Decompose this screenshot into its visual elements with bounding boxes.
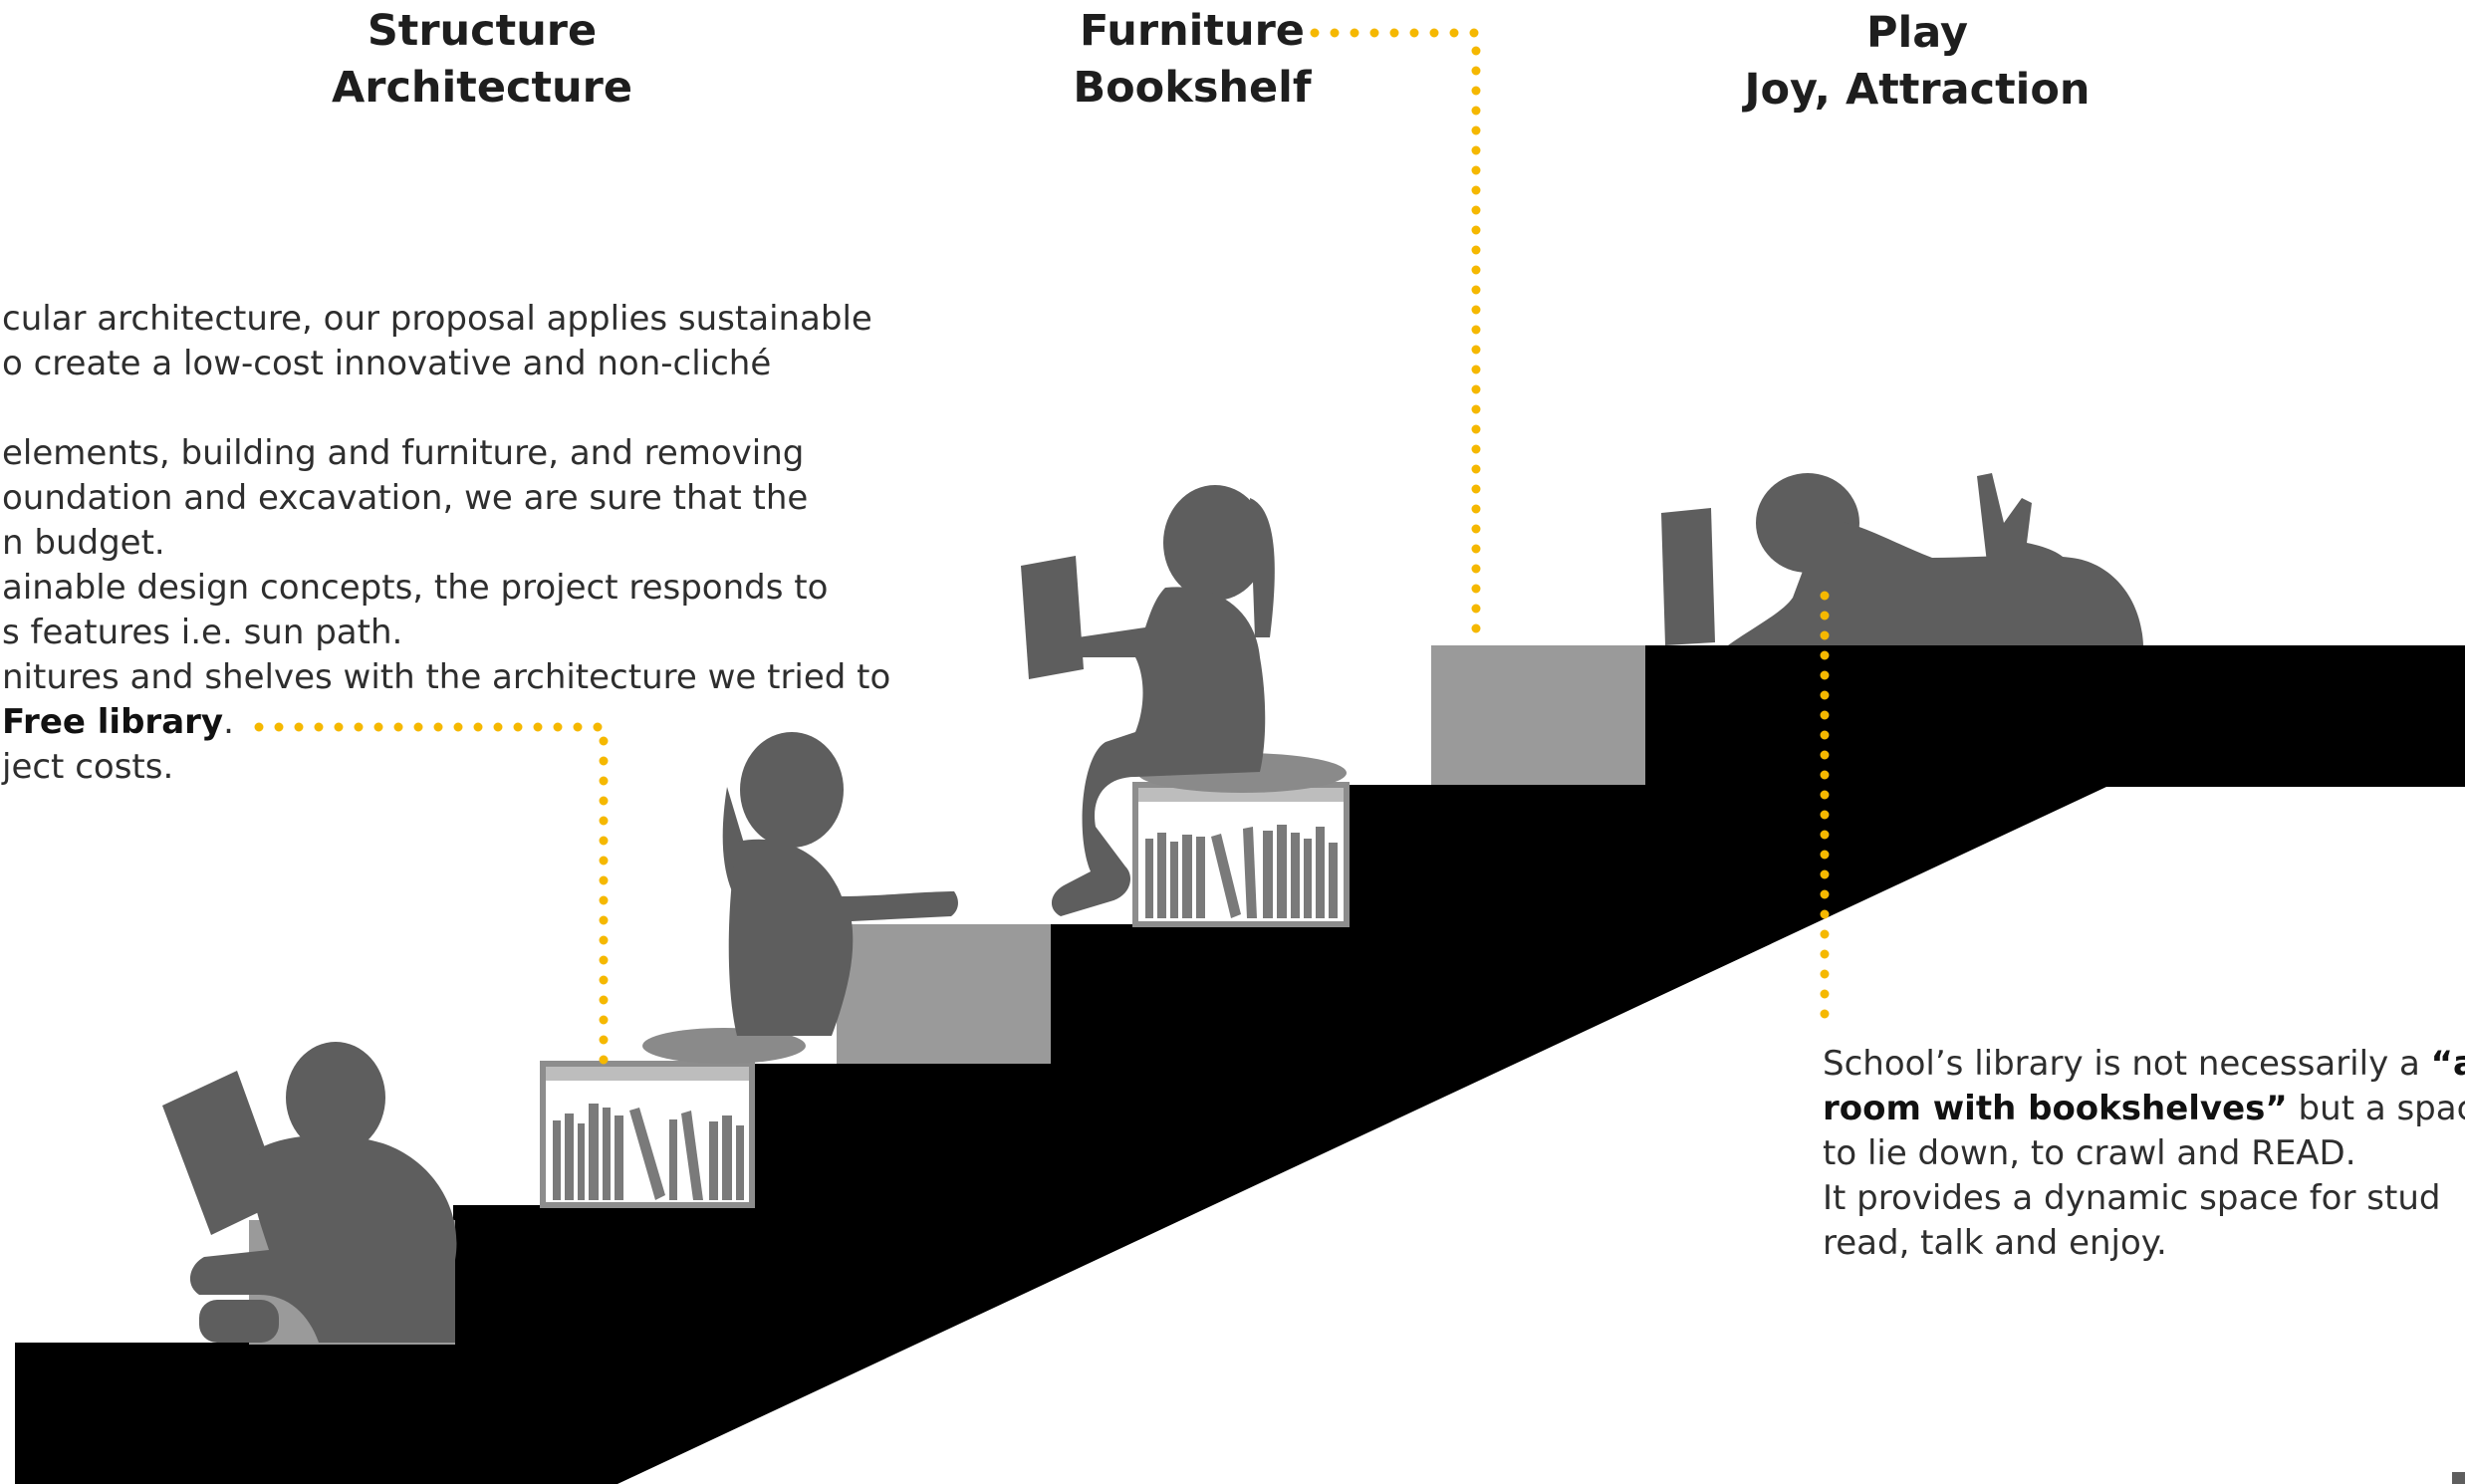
- right-text-end: but a space: [2298, 1089, 2465, 1128]
- dotted-connector: [254, 28, 1830, 1073]
- seat-block-2: [837, 924, 1051, 1064]
- cushion-1: [642, 1028, 806, 1064]
- stepped-stair: [15, 645, 2465, 1484]
- bookshelf-icon: [1132, 782, 1350, 927]
- left-text-line: s features i.e. sun path.: [2, 613, 403, 652]
- free-library-label: Free library: [2, 702, 224, 742]
- left-text-line: ainable design concepts, the project res…: [2, 568, 829, 608]
- seat-block-3: [1431, 645, 1645, 785]
- right-text-line: read, talk and enjoy.: [1823, 1223, 2167, 1263]
- child-lying-reading-icon: [1661, 473, 2143, 645]
- right-text-start: School’s library is not necessarily a: [1823, 1044, 2431, 1084]
- left-text-period: .: [223, 702, 234, 742]
- right-text-line: It provides a dynamic space for stud: [1823, 1178, 2441, 1218]
- heading-structure-line2: Architecture: [331, 63, 633, 113]
- heading-play-line1: Play: [1866, 8, 1968, 58]
- heading-play: Play Joy, Attraction: [1658, 5, 2176, 119]
- child-reading-sitting-icon: [162, 1042, 457, 1343]
- left-text-line: oundation and excavation, we are sure th…: [2, 478, 809, 518]
- bookshelf-icon: [540, 1061, 755, 1208]
- heading-structure-line1: Structure: [367, 6, 598, 56]
- heading-structure: Structure Architecture: [223, 3, 741, 117]
- right-text-line-1: School’s library is not necessarily a “a: [1823, 1042, 2465, 1087]
- room-with-bookshelves-label: room with bookshelves”: [1823, 1089, 2288, 1128]
- child-sitting-reading-icon: [1021, 485, 1275, 916]
- left-text-line: o create a low-cost innovative and non-c…: [2, 344, 772, 383]
- corner-mark: [2452, 1472, 2465, 1484]
- heading-furniture: Furniture Bookshelf: [933, 3, 1451, 117]
- left-text-line: nitures and shelves with the architectur…: [2, 657, 891, 697]
- left-text-line: cular architecture, our proposal applies…: [2, 299, 872, 339]
- heading-furniture-line2: Bookshelf: [1073, 63, 1312, 113]
- left-text-line-9: Free library.: [2, 700, 890, 745]
- left-text-line: ject costs.: [2, 747, 174, 787]
- left-text-line: elements, building and furniture, and re…: [2, 433, 805, 473]
- heading-furniture-line1: Furniture: [1080, 6, 1305, 56]
- right-text-quote: “a: [2430, 1044, 2465, 1084]
- left-paragraph: cular architecture, our proposal applies…: [2, 297, 890, 790]
- right-text-line: to lie down, to crawl and READ.: [1823, 1133, 2356, 1173]
- right-paragraph: School’s library is not necessarily a “a…: [1823, 1042, 2465, 1266]
- child-reaching-icon: [722, 732, 958, 1036]
- left-text-line: n budget.: [2, 523, 165, 563]
- right-text-line-2: room with bookshelves” but a space: [1823, 1087, 2465, 1131]
- heading-play-line2: Joy, Attraction: [1744, 65, 2091, 115]
